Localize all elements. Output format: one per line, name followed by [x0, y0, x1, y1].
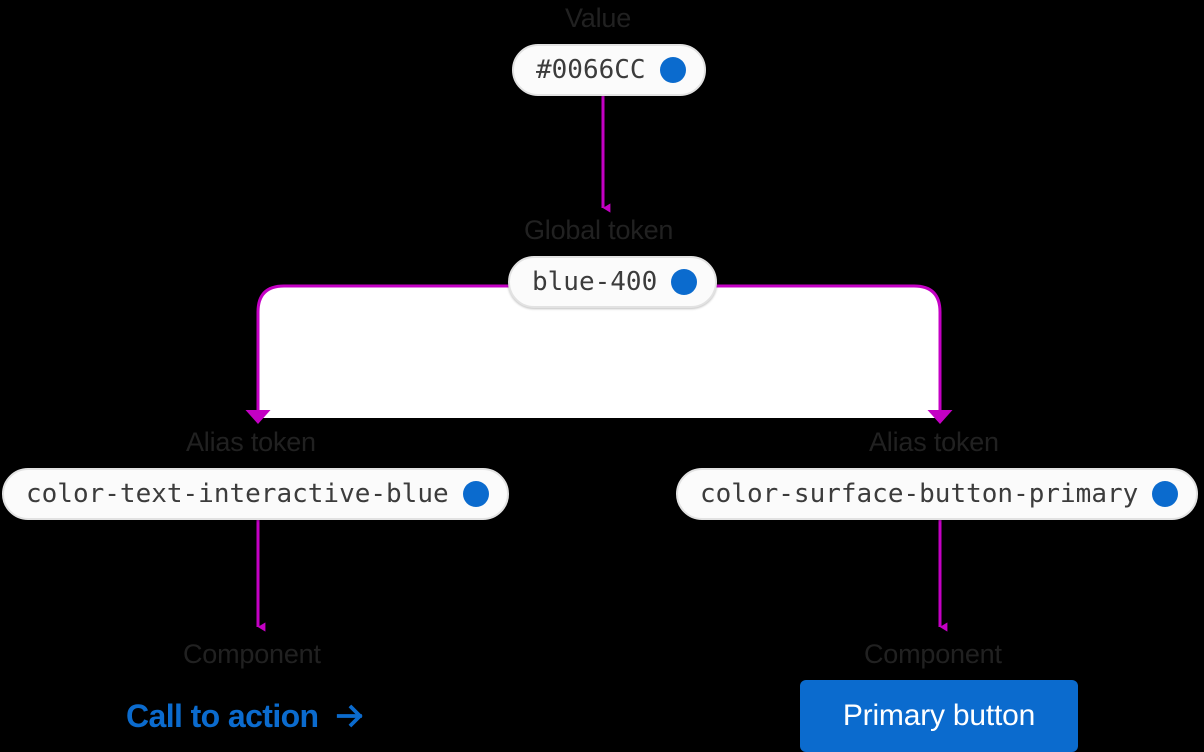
tier-label-alias-token-right: Alias token — [869, 427, 999, 457]
tier-label-global-token: Global token — [524, 215, 674, 245]
arrow-right-icon — [335, 701, 365, 731]
token-pill-alias-text-interactive-blue[interactable]: color-text-interactive-blue — [2, 468, 509, 520]
token-pill-global-label: blue-400 — [532, 267, 658, 297]
primary-button[interactable]: Primary button — [800, 680, 1078, 752]
token-pill-global[interactable]: blue-400 — [508, 256, 718, 308]
token-pill-alias-right-label: color-surface-button-primary — [700, 479, 1139, 509]
token-pill-alias-surface-button-primary[interactable]: color-surface-button-primary — [676, 468, 1199, 520]
color-swatch-circle-alias-left — [462, 481, 489, 507]
tier-label-alias-token-left: Alias token — [186, 427, 316, 457]
branch-arrowhead-right — [927, 410, 953, 424]
token-pill-value-label: #0066CC — [536, 55, 646, 85]
color-swatch-circle-alias-right — [1152, 481, 1179, 507]
token-pill-alias-left-label: color-text-interactive-blue — [26, 479, 449, 509]
tier-label-value: Value — [565, 3, 632, 33]
branch-arrowhead-left — [245, 410, 271, 424]
call-to-action-link[interactable]: Call to action — [126, 700, 365, 732]
token-pill-value[interactable]: #0066CC — [512, 44, 706, 96]
call-to-action-label: Call to action — [126, 698, 319, 734]
color-swatch-circle-value — [659, 57, 686, 83]
tier-label-component-left: Component — [183, 639, 321, 669]
color-swatch-circle-global — [671, 269, 698, 295]
primary-button-label: Primary button — [842, 699, 1036, 732]
tier-label-component-right: Component — [864, 639, 1002, 669]
